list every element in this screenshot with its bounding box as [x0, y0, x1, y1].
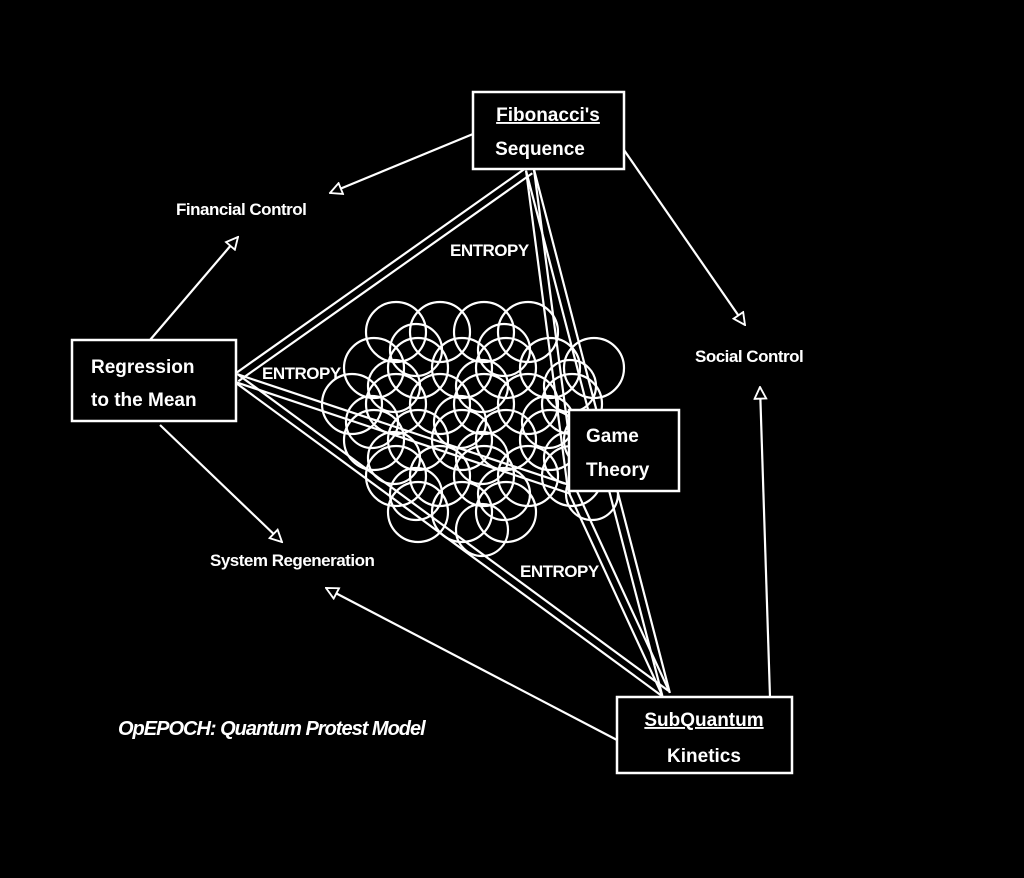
cluster-circle: [430, 480, 494, 544]
edge-game-subquantum: [574, 487, 671, 693]
entropy-label-top: ENTROPY: [450, 241, 530, 260]
edge-left-game: [236, 373, 574, 488]
edge-game-subquantum: [567, 491, 664, 697]
cluster-circle: [386, 480, 450, 544]
cluster-circle-overlap: [388, 466, 444, 522]
cluster-circle: [408, 372, 472, 436]
subquantum-line1: SubQuantum: [644, 710, 763, 731]
cluster-circle: [518, 336, 582, 400]
cluster-circle: [452, 300, 516, 364]
game-theory-line1: Game: [586, 426, 639, 447]
edge-apex-game: [524, 170, 570, 491]
diagram-caption: OpEPOCH: Quantum Protest Model: [118, 718, 426, 740]
cluster-circle: [320, 372, 384, 436]
cluster-circle-overlap: [388, 322, 444, 378]
cluster-circle: [342, 408, 406, 472]
cluster-circle: [562, 336, 626, 400]
regression-line1: Regression: [91, 357, 194, 378]
cluster-circle-overlap: [344, 394, 400, 450]
cluster-circle: [496, 372, 560, 436]
arrow-regression-to-financial: [149, 237, 238, 341]
fibonacci-line2: Sequence: [495, 139, 585, 160]
fibonacci-line1: Fibonacci's: [496, 105, 600, 126]
cluster-circle: [364, 300, 428, 364]
cluster-circle-overlap: [366, 358, 422, 414]
node-regression: Regression to the Mean: [70, 338, 238, 423]
label-financial-control: Financial Control: [176, 200, 306, 219]
arrow-fibonacci-to-social: [623, 149, 745, 325]
cluster-circle: [364, 444, 428, 508]
subquantum-line2: Kinetics: [667, 746, 741, 767]
arrows: [149, 132, 772, 741]
cluster-circle: [342, 336, 406, 400]
label-system-regeneration: System Regeneration: [210, 551, 374, 570]
edge-apex-left: [237, 172, 533, 383]
cluster-circle-overlap: [454, 430, 510, 486]
node-fibonacci: Fibonacci's Sequence: [471, 90, 626, 171]
cluster-circle-overlap: [476, 466, 532, 522]
cluster-circle-overlap: [366, 430, 422, 486]
label-social-control: Social Control: [695, 347, 803, 366]
edge-left-subquantum: [237, 373, 670, 692]
circle-cluster: [320, 300, 626, 558]
edge-left-subquantum: [232, 380, 665, 699]
node-subquantum: SubQuantum Kinetics: [615, 695, 794, 775]
cluster-circle-overlap: [476, 322, 532, 378]
cluster-circle: [430, 336, 494, 400]
entropy-label-bottom: ENTROPY: [520, 562, 600, 581]
cluster-circle-overlap: [454, 502, 510, 558]
cluster-circle-overlap: [454, 358, 510, 414]
entropy-label-left: ENTROPY: [262, 364, 342, 383]
arrow-subquantum-to-regeneration: [326, 587, 618, 741]
arrow-regression-to-regeneration: [159, 424, 282, 542]
node-game-theory: Game Theory: [567, 408, 681, 493]
cluster-circle: [408, 300, 472, 364]
edge-apex-left: [233, 165, 529, 376]
game-theory-line2: Theory: [586, 460, 650, 481]
regression-line2: to the Mean: [91, 390, 197, 411]
arrow-fibonacci-to-financial: [330, 132, 474, 193]
edge-left-game: [234, 380, 572, 495]
arrow-subquantum-to-social: [760, 387, 772, 698]
